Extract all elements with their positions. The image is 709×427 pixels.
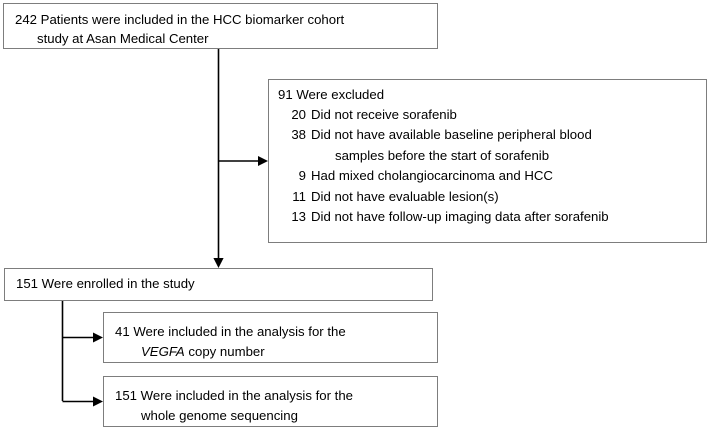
excluded-reason-count: 9 [298, 168, 306, 183]
gene-name-vegfa: VEGFA [141, 343, 185, 359]
analysis-wgs-line-2: whole genome sequencing [141, 407, 298, 423]
excluded-reason-label: Did not have available baseline peripher… [311, 127, 592, 142]
arrowhead-wgs [93, 396, 103, 407]
list-item: 13 Did not have follow-up imaging data a… [278, 207, 609, 228]
box-enrolled: 151 Were enrolled in the study [4, 268, 433, 301]
excluded-reason-label: Did not have follow-up imaging data afte… [311, 209, 609, 224]
analysis-vegfa-line-2: VEGFA copy number [115, 342, 346, 362]
analysis-wgs-line-1: 151 Were included in the analysis for th… [115, 388, 354, 403]
excluded-reason-continuation: samples before the start of sorafenib [335, 147, 550, 163]
excluded-heading: 91 Were excluded [278, 87, 385, 102]
analysis-vegfa-text: 41 Were included in the analysis for the… [115, 322, 346, 361]
analysis-wgs-text: 151 Were included in the analysis for th… [115, 386, 353, 425]
enrolled-text: 151 Were enrolled in the study [16, 276, 195, 291]
box-analysis-wgs: 151 Were included in the analysis for th… [103, 376, 438, 427]
excluded-reason-label: Did not have evaluable lesion(s) [311, 188, 499, 204]
list-item: 38 Did not have available baseline perip… [278, 125, 609, 146]
list-item: 9 Had mixed cholangiocarcinoma and HCC [278, 166, 609, 187]
box-cohort: 242 Patients were included in the HCC bi… [3, 3, 438, 49]
list-item: 11 Did not have evaluable lesion(s) [278, 187, 609, 208]
excluded-reason-count: 13 [291, 209, 306, 224]
cohort-line-2: study at Asan Medical Center [37, 30, 209, 46]
cohort-line-1: 242 Patients were included in the HCC bi… [15, 12, 345, 27]
cohort-text: 242 Patients were included in the HCC bi… [15, 11, 344, 48]
box-analysis-vegfa: 41 Were included in the analysis for the… [103, 312, 438, 363]
excluded-reason-label: Did not receive sorafenib [311, 106, 457, 122]
arrowhead-vegfa [93, 332, 103, 343]
excluded-reason-count: 11 [292, 188, 306, 204]
arrowhead-excluded [258, 156, 268, 166]
analysis-vegfa-line-2-rest: copy number [184, 343, 265, 359]
list-item: 20 Did not receive sorafenib [278, 105, 609, 126]
excluded-reason-count: 20 [291, 106, 306, 122]
excluded-reason-count: 38 [291, 127, 306, 142]
excluded-reason-list: 20 Did not receive sorafenib 38 Did not … [278, 105, 609, 228]
analysis-vegfa-line-1: 41 Were included in the analysis for the [115, 324, 346, 339]
box-excluded: 91 Were excluded 20 Did not receive sora… [268, 79, 707, 243]
excluded-reason-label: Had mixed cholangiocarcinoma and HCC [311, 168, 553, 183]
arrowhead-enrolled [213, 258, 224, 268]
